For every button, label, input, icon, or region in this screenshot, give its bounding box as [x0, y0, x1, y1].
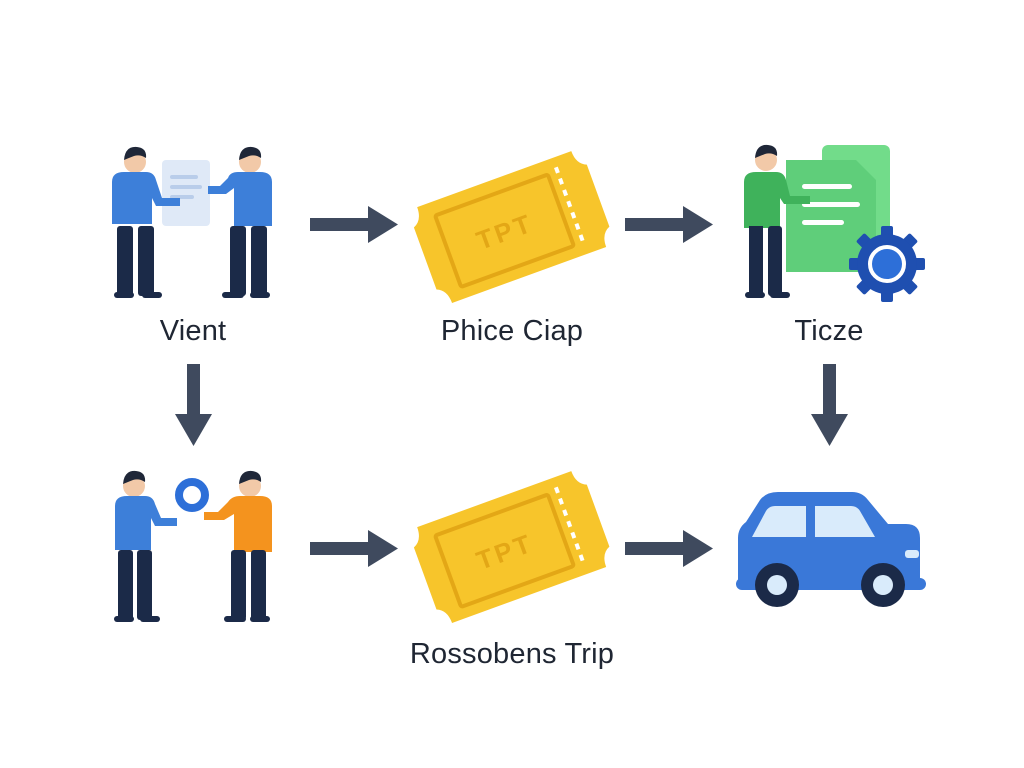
gear-icon [849, 226, 925, 302]
person-left [112, 146, 180, 298]
two-people-exchange-icon [114, 470, 272, 622]
person-document-gear-icon [744, 144, 925, 302]
shared-document [162, 160, 210, 226]
node-label-vient: Vient [159, 315, 227, 347]
car-icon [736, 492, 926, 607]
ticket-icon: TPT [413, 151, 610, 304]
arrow-down [811, 364, 848, 446]
person-right [208, 146, 272, 298]
car-wheel [755, 563, 799, 607]
arrow-right [310, 530, 398, 567]
node-label-phice-ciap: Phice Ciap [440, 315, 584, 347]
arrow-down [175, 364, 212, 446]
person-right [204, 470, 272, 622]
arrow-right [310, 206, 398, 243]
node-label-ticze: Ticze [794, 315, 864, 347]
arrow-right [625, 530, 713, 567]
car-wheel [861, 563, 905, 607]
two-people-document-icon [112, 146, 272, 298]
node-label-rossobens-trip: Rossobens Trip [409, 638, 615, 670]
person-clerk [744, 144, 810, 298]
person-left [114, 470, 177, 622]
exchange-token [175, 478, 209, 512]
arrow-right [625, 206, 713, 243]
ticket-icon: TPT [413, 471, 610, 624]
